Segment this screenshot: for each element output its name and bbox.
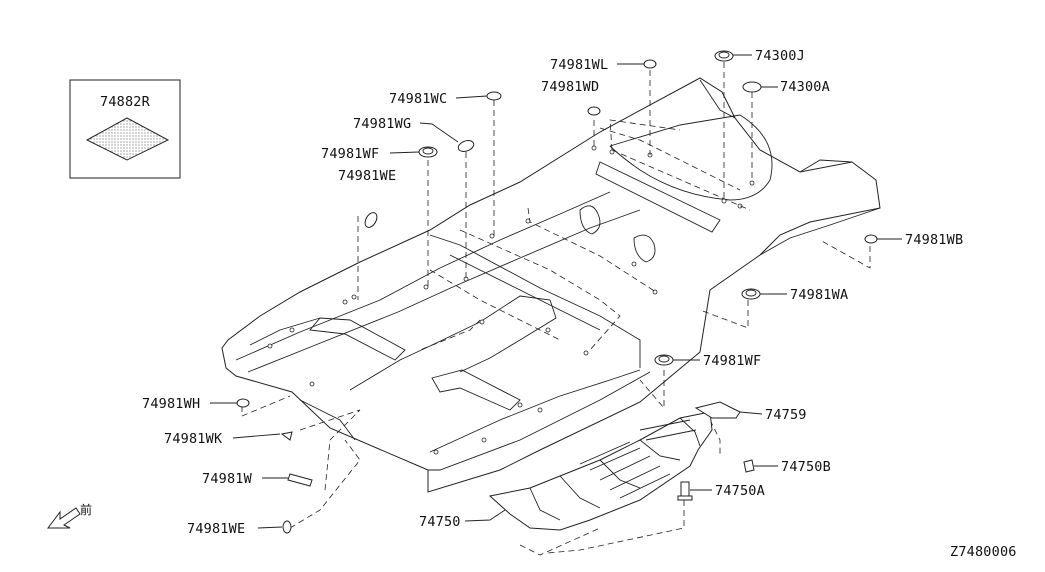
plug-74981WF-lower — [654, 354, 674, 366]
insulator-pad-shape — [85, 117, 170, 161]
inset-part-number: 74882R — [100, 94, 151, 110]
label-74750A: 74750A — [715, 483, 765, 499]
heat-insulator-74750 — [488, 411, 713, 531]
label-74981WF-lower: 74981WF — [703, 353, 761, 369]
label-74981WH: 74981WH — [142, 396, 200, 412]
label-74981WB: 74981WB — [905, 232, 963, 248]
floor-carpet — [221, 77, 881, 493]
clip-74981WK — [280, 431, 293, 441]
diagram-id: Z7480006 — [950, 544, 1017, 560]
label-74981WG: 74981WG — [353, 116, 411, 132]
label-74981WK: 74981WK — [164, 431, 223, 447]
grommet-74300J — [714, 50, 734, 62]
label-74981WL: 74981WL — [550, 57, 608, 73]
clip-74981W — [287, 473, 313, 487]
label-74300A: 74300A — [780, 79, 830, 95]
label-74981WE-lower: 74981WE — [187, 521, 245, 537]
plug-74981WG — [457, 140, 475, 152]
bolt-74750A — [677, 481, 693, 501]
plug-74981WB — [864, 234, 878, 244]
label-74300J: 74300J — [755, 48, 805, 64]
plug-74981WH — [236, 398, 250, 408]
label-74981WC: 74981WC — [389, 91, 447, 107]
label-74750B: 74750B — [781, 459, 831, 475]
bracket-74759 — [694, 401, 741, 419]
front-arrow: 前 — [47, 502, 92, 529]
label-74981W: 74981W — [202, 471, 253, 487]
label-74981WE-upper: 74981WE — [338, 168, 396, 184]
label-74981WD: 74981WD — [541, 79, 599, 95]
plug-74981WE-lower — [282, 520, 292, 534]
label-74759: 74759 — [765, 407, 807, 423]
leader-lines — [210, 54, 902, 529]
clip-holes — [267, 145, 755, 455]
plug-74981WF-upper — [418, 146, 438, 158]
clip-74750B — [743, 459, 755, 473]
plug-74300A — [742, 81, 762, 93]
label-74750: 74750 — [419, 514, 461, 530]
label-74981WF-upper: 74981WF — [321, 146, 379, 162]
part-labels: 74981WL 74300J 74981WD 74300A 74981WC 74… — [142, 48, 963, 537]
plug-74981WC — [486, 91, 502, 101]
plug-74981WA — [741, 288, 761, 300]
plug-74981WD — [587, 106, 601, 116]
front-glyph: 前 — [80, 502, 92, 517]
dashed-guides — [241, 62, 871, 556]
small-parts — [236, 50, 878, 534]
plug-74981WE-upper — [364, 212, 378, 228]
plug-74981WL — [643, 59, 657, 69]
front-arrow-icon — [47, 507, 81, 529]
label-74981WA: 74981WA — [790, 287, 848, 303]
